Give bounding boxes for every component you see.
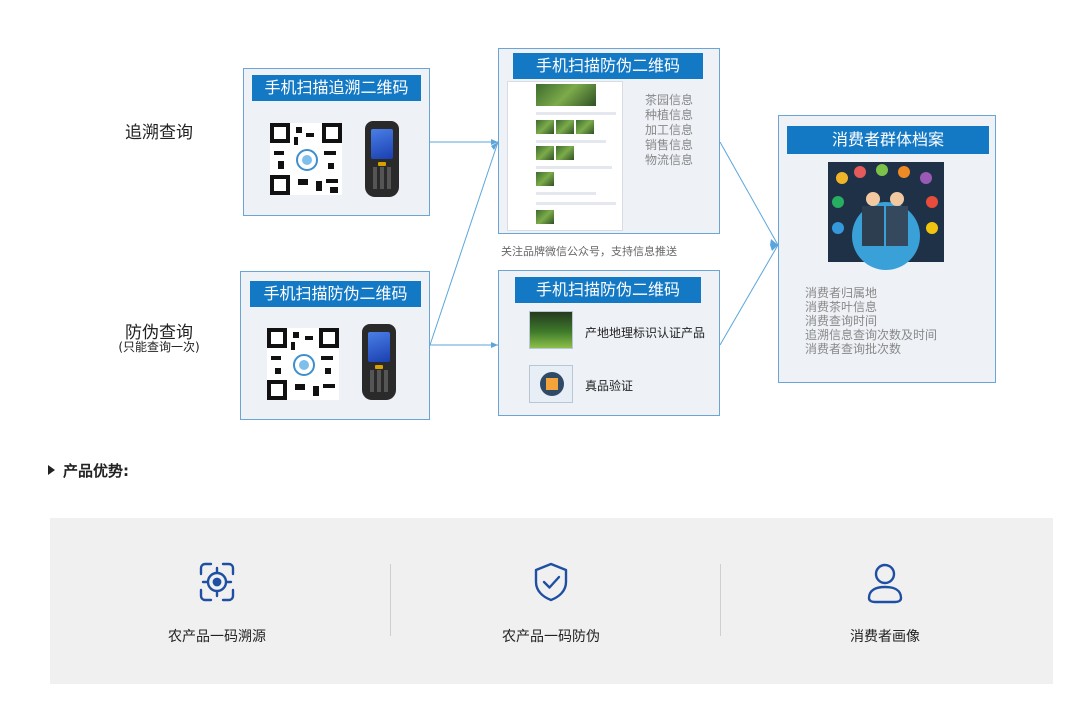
advantages-heading: 产品优势:	[48, 460, 129, 481]
user-icon	[867, 563, 903, 604]
trace-info-list: 茶园信息 种植信息 加工信息 销售信息 物流信息	[645, 93, 693, 168]
consumer-info-list: 消费者归属地 消费茶叶信息 消费查询时间 追溯信息查询次数及时间 消费者查询批次…	[805, 286, 937, 356]
advantage-trace: 农产品一码溯源	[50, 518, 384, 684]
advantage-profile-label: 消费者画像	[850, 629, 920, 645]
divider	[720, 564, 721, 636]
shield-check-icon	[534, 562, 568, 602]
trace-info-item: 茶园信息	[645, 93, 694, 107]
consumer-info-item: 追溯信息查询次数及时间	[805, 328, 938, 342]
consumer-illustration	[828, 162, 944, 270]
consumer-info-item: 消费者归属地	[805, 286, 878, 300]
divider	[390, 564, 391, 636]
verify-badge-icon	[529, 365, 573, 403]
anti-item-verify: 真品验证	[585, 379, 634, 393]
trace-info-item: 加工信息	[645, 123, 694, 137]
anti-query-sublabel: (只能查询一次)	[118, 340, 200, 354]
advantages-panel: 农产品一码溯源 农产品一码防伪 消费者画像	[50, 518, 1053, 684]
advantages-heading-text: 产品优势:	[63, 462, 129, 480]
qr-code-icon	[267, 328, 339, 400]
anti-item-geo: 产地地理标识认证产品	[585, 326, 706, 340]
anti-info-panel: 手机扫描防伪二维码 产地地理标识认证产品 真品验证	[498, 270, 720, 416]
advantage-anti-label: 农产品一码防伪	[502, 629, 600, 645]
consumer-info-item: 消费查询时间	[805, 314, 878, 328]
consumer-profile-panel: 消费者群体档案 消费者归属地 消费茶叶信息 消费查询时间 追溯信息查询次数及时间…	[778, 115, 996, 383]
trace-scan-panel: 手机扫描追溯二维码	[243, 68, 430, 216]
advantage-trace-label: 农产品一码溯源	[168, 629, 266, 645]
scanner-device-icon	[365, 121, 399, 197]
wechat-caption: 关注品牌微信公众号，支持信息推送	[501, 245, 677, 258]
trace-scan-title: 手机扫描追溯二维码	[252, 75, 421, 101]
trace-info-item: 销售信息	[645, 138, 694, 152]
advantage-anti: 农产品一码防伪	[384, 518, 718, 684]
anti-scan-panel-left: 手机扫描防伪二维码	[240, 271, 430, 420]
trace-info-item: 种植信息	[645, 108, 694, 122]
consumer-info-item: 消费者查询批次数	[805, 342, 902, 356]
advantage-profile: 消费者画像	[718, 518, 1052, 684]
geo-product-icon	[529, 311, 573, 349]
anti-query-label: 防伪查询	[125, 323, 193, 343]
scanner-device-icon	[362, 324, 396, 400]
consumer-info-item: 消费茶叶信息	[805, 300, 878, 314]
target-scan-icon	[199, 562, 235, 602]
trace-query-label: 追溯查询	[125, 123, 193, 143]
trace-info-title: 手机扫描防伪二维码	[513, 53, 703, 79]
consumer-profile-title: 消费者群体档案	[787, 126, 989, 154]
triangle-bullet-icon	[48, 465, 55, 475]
anti-scan-title-left: 手机扫描防伪二维码	[250, 281, 421, 307]
trace-info-panel: 手机扫描防伪二维码 茶园信息 种植信息 加工信息 销售信息 物流信息	[498, 48, 720, 234]
wechat-screenshot	[507, 81, 623, 231]
trace-info-item: 物流信息	[645, 153, 694, 167]
qr-code-icon	[270, 123, 342, 195]
anti-info-title: 手机扫描防伪二维码	[515, 277, 701, 303]
